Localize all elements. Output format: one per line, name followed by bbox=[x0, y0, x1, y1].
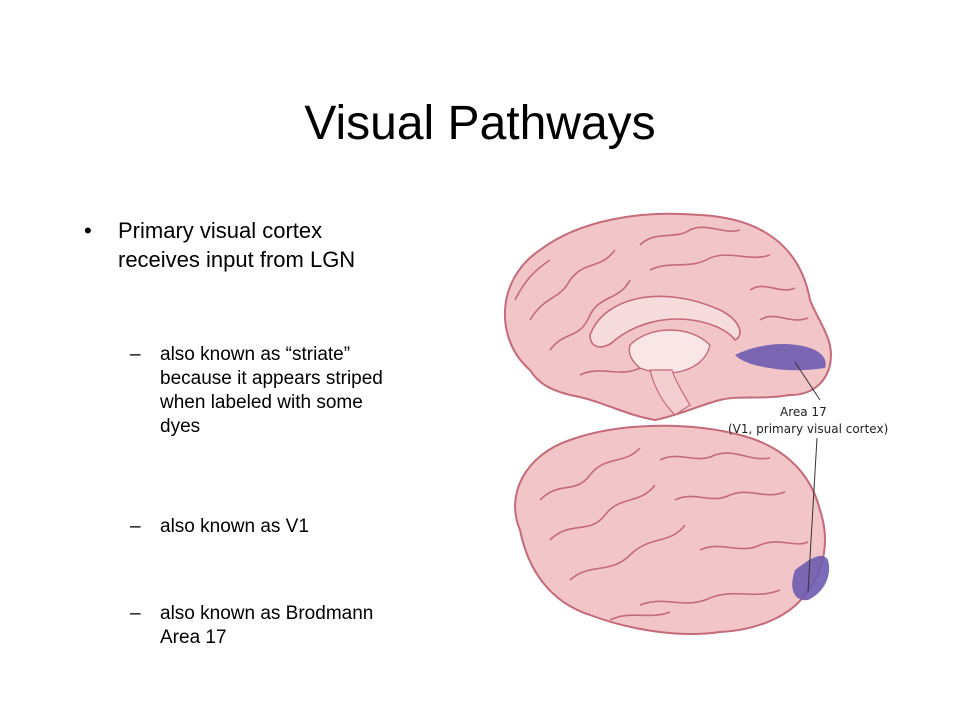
sub-bullet-striate: – also known as “striate” because it app… bbox=[130, 343, 460, 439]
thalamus bbox=[628, 329, 711, 374]
sub-bullet-line: also known as Brodmann bbox=[160, 603, 374, 624]
sub-bullet-line: when labeled with some bbox=[160, 392, 363, 413]
sub-bullet-brodmann: – also known as Brodmann Area 17 bbox=[130, 602, 460, 650]
bullet-line-1: Primary visual cortex bbox=[118, 218, 323, 243]
sub-bullet-line: Area 17 bbox=[160, 627, 227, 648]
sub-bullet-marker: – bbox=[130, 344, 141, 365]
bullet-line-2: receives input from LGN bbox=[118, 247, 356, 272]
sub-bullet-marker: – bbox=[130, 516, 141, 537]
lateral-cortex-outline bbox=[514, 424, 826, 635]
sub-bullet-v1: – also known as V1 bbox=[130, 515, 460, 539]
sub-bullet-line: also known as V1 bbox=[160, 516, 309, 537]
brainstem bbox=[649, 369, 691, 416]
sub-bullet-line: because it appears striped bbox=[160, 368, 383, 389]
sub-bullet-line: also known as “striate” bbox=[160, 344, 351, 365]
brain-figure: Area 17 (V1, primary visual cortex) bbox=[490, 200, 910, 650]
bullet-marker: • bbox=[84, 218, 92, 243]
lateral-gyri bbox=[539, 447, 809, 621]
slide-title: Visual Pathways bbox=[304, 97, 656, 150]
medial-brain-view bbox=[503, 212, 832, 422]
lateral-brain-view bbox=[514, 424, 830, 635]
sub-bullet-v1-text: also known as V1 bbox=[130, 515, 460, 539]
v1-region-lateral bbox=[792, 555, 830, 601]
medial-gyri bbox=[514, 226, 809, 376]
bullet-primary-visual-cortex: • Primary visual cortex receives input f… bbox=[78, 216, 458, 274]
leader-line-lateral bbox=[807, 437, 818, 593]
v1-region-medial bbox=[735, 344, 826, 371]
brain-illustration bbox=[503, 212, 832, 635]
sub-bullet-marker: – bbox=[130, 603, 141, 624]
sub-bullet-line: dyes bbox=[160, 416, 201, 437]
corpus-callosum bbox=[589, 295, 741, 348]
v1-label: (V1, primary visual cortex) bbox=[728, 422, 889, 436]
leader-line-medial bbox=[794, 361, 821, 401]
area-17-label: Area 17 bbox=[780, 405, 827, 419]
sub-bullet-brodmann-text: also known as Brodmann Area 17 bbox=[130, 602, 460, 650]
sub-bullet-striate-text: also known as “striate” because it appea… bbox=[130, 343, 460, 439]
bullet-list: • Primary visual cortex receives input f… bbox=[78, 216, 458, 274]
